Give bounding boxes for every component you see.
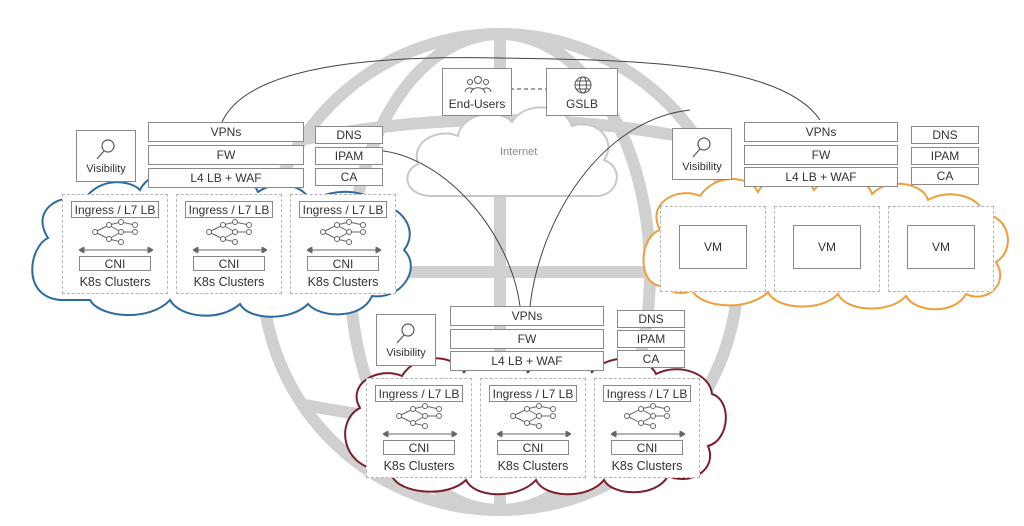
bottom-fw-box[interactable]: FW	[450, 329, 604, 349]
right-vpns-box[interactable]: VPNs	[744, 122, 898, 142]
left-vpns-box[interactable]: VPNs	[148, 122, 304, 142]
ingress-lb-box: Ingress / L7 LB	[71, 201, 159, 218]
ingress-lb-box: Ingress / L7 LB	[299, 201, 387, 218]
gslb-label: GSLB	[565, 97, 598, 111]
ingress-lb-box: Ingress / L7 LB	[185, 201, 273, 218]
right-fw-box[interactable]: FW	[744, 145, 898, 165]
left-ipam-box[interactable]: IPAM	[315, 147, 383, 165]
bottom-k8s-cluster-2[interactable]: Ingress / L7 LB CNI K8s Clusters	[480, 378, 586, 478]
bottom-ipam-box[interactable]: IPAM	[617, 330, 685, 348]
globe-icon	[574, 76, 592, 94]
k8s-clusters-label: K8s Clusters	[497, 459, 569, 473]
users-icon	[464, 76, 492, 94]
k8s-clusters-label: K8s Clusters	[193, 275, 265, 289]
bidirectional-arrow-icon	[193, 247, 267, 253]
left-lb-waf-box[interactable]: L4 LB + WAF	[148, 168, 304, 188]
bottom-k8s-cluster-1[interactable]: Ingress / L7 LB CNI K8s Clusters	[366, 378, 472, 478]
network-graph-icon	[624, 403, 670, 429]
bidirectional-arrow-icon	[497, 431, 571, 437]
ingress-lb-box: Ingress / L7 LB	[375, 385, 463, 402]
network-graph-icon	[320, 219, 366, 245]
connection-lines	[221, 57, 821, 307]
bottom-k8s-cluster-3[interactable]: Ingress / L7 LB CNI K8s Clusters	[594, 378, 700, 478]
end-users-label: End-Users	[448, 97, 506, 111]
left-k8s-cluster-1[interactable]: Ingress / L7 LB CNI K8s Clusters	[62, 194, 168, 294]
cni-box: CNI	[611, 440, 683, 455]
bottom-visibility-box[interactable]: Visibility	[376, 314, 436, 366]
bidirectional-arrow-icon	[383, 431, 457, 437]
bottom-vpns-box[interactable]: VPNs	[450, 306, 604, 326]
right-visibility-label: Visibility	[682, 161, 722, 173]
right-ca-box[interactable]: CA	[911, 167, 979, 185]
end-users-box[interactable]: End-Users	[442, 68, 512, 116]
internet-cloud	[406, 106, 618, 198]
cni-box: CNI	[383, 440, 455, 455]
internet-label: Internet	[500, 146, 538, 158]
left-fw-box[interactable]: FW	[148, 145, 304, 165]
left-visibility-box[interactable]: Visibility	[76, 130, 136, 182]
left-visibility-label: Visibility	[86, 163, 126, 175]
k8s-clusters-label: K8s Clusters	[307, 275, 379, 289]
k8s-clusters-label: K8s Clusters	[79, 275, 151, 289]
network-graph-icon	[510, 403, 556, 429]
left-ca-box[interactable]: CA	[315, 168, 383, 186]
vm-box: VM	[679, 225, 747, 269]
bottom-visibility-label: Visibility	[386, 347, 426, 359]
right-dns-box[interactable]: DNS	[911, 126, 979, 144]
bidirectional-arrow-icon	[79, 247, 153, 253]
gslb-box[interactable]: GSLB	[546, 68, 618, 116]
bidirectional-arrow-icon	[611, 431, 685, 437]
magnifier-icon	[396, 323, 415, 344]
network-graph-icon	[206, 219, 252, 245]
vm-box: VM	[907, 225, 975, 269]
bottom-ca-box[interactable]: CA	[617, 350, 685, 368]
right-vm-host-2[interactable]: VM	[774, 206, 880, 292]
bottom-dns-box[interactable]: DNS	[617, 310, 685, 328]
right-vm-host-3[interactable]: VM	[888, 206, 994, 292]
network-graph-icon	[396, 403, 442, 429]
ingress-lb-box: Ingress / L7 LB	[489, 385, 577, 402]
network-graph-icon	[92, 219, 138, 245]
cni-box: CNI	[193, 256, 265, 271]
bidirectional-arrow-icon	[307, 247, 381, 253]
right-ipam-box[interactable]: IPAM	[911, 147, 979, 165]
right-visibility-box[interactable]: Visibility	[672, 128, 732, 180]
vm-box: VM	[793, 225, 861, 269]
cni-box: CNI	[307, 256, 379, 271]
right-lb-waf-box[interactable]: L4 LB + WAF	[744, 167, 898, 187]
left-k8s-cluster-2[interactable]: Ingress / L7 LB CNI K8s Clusters	[176, 194, 282, 294]
bottom-lb-waf-box[interactable]: L4 LB + WAF	[450, 351, 604, 371]
ingress-lb-box: Ingress / L7 LB	[603, 385, 691, 402]
k8s-clusters-label: K8s Clusters	[383, 459, 455, 473]
left-dns-box[interactable]: DNS	[315, 126, 383, 144]
right-vm-host-1[interactable]: VM	[660, 206, 766, 292]
cni-box: CNI	[79, 256, 151, 271]
cni-box: CNI	[497, 440, 569, 455]
k8s-clusters-label: K8s Clusters	[611, 459, 683, 473]
magnifier-icon	[692, 137, 711, 158]
left-k8s-cluster-3[interactable]: Ingress / L7 LB CNI K8s Clusters	[290, 194, 396, 294]
magnifier-icon	[96, 139, 115, 160]
